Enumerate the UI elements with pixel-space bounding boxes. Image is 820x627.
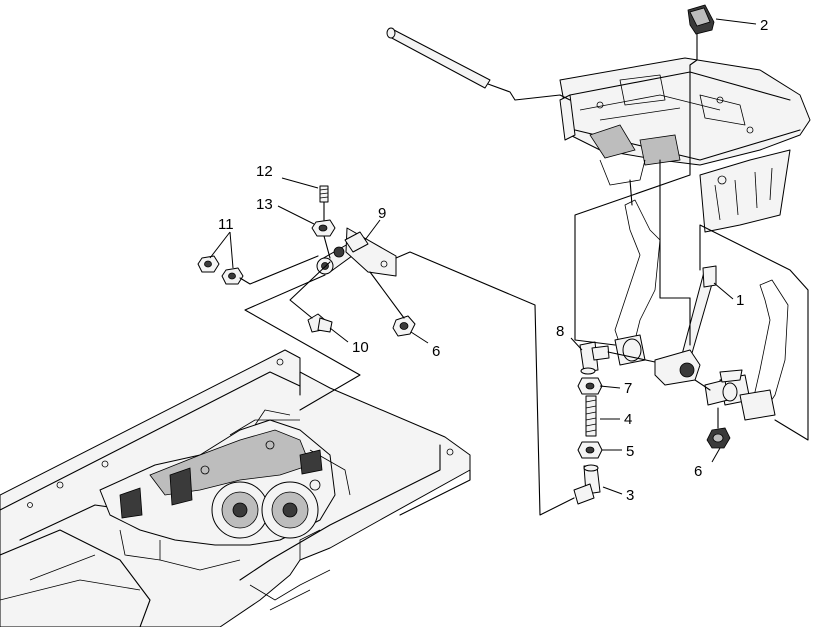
threaded-rod-part-4	[585, 395, 597, 437]
screw-part-12	[319, 185, 329, 203]
nut-part-7	[577, 377, 603, 395]
callout-5: 5	[626, 443, 634, 460]
nut-part-6a	[392, 315, 416, 337]
callout-12: 12	[256, 163, 273, 180]
callout-4: 4	[624, 411, 632, 428]
callout-8: 8	[556, 323, 564, 340]
console-plate	[559, 57, 811, 233]
nut-part-5	[577, 441, 603, 459]
callout-1: 1	[736, 292, 744, 309]
callout-11: 11	[218, 216, 234, 233]
elbow-fitting-part-8	[579, 341, 610, 375]
callout-6a: 6	[432, 343, 440, 360]
left-control-arm	[614, 199, 661, 366]
assembly-lines	[239, 149, 809, 516]
elbow-fitting-part-3	[573, 464, 601, 505]
bolt-part-10	[307, 313, 333, 333]
callout-7: 7	[624, 380, 632, 397]
callout-10: 10	[352, 339, 369, 356]
nuts-part-11	[197, 255, 244, 285]
callout-13: 13	[256, 196, 273, 213]
pivot-assembly-part-9	[316, 227, 397, 277]
knob-part-2	[687, 4, 715, 151]
nut-part-6b	[706, 427, 731, 449]
callout-labels: 1 2 3 4 5 6 6 7 8 9 10 11 12 13	[218, 17, 768, 504]
transmission-assembly	[99, 409, 351, 571]
right-control-arm	[704, 279, 789, 421]
lever-part-1	[654, 265, 717, 386]
callout-leaders	[209, 18, 757, 495]
callout-9: 9	[378, 205, 386, 222]
callout-3: 3	[626, 487, 634, 504]
nut-part-13	[311, 219, 336, 237]
control-rod	[386, 27, 571, 101]
callout-2: 2	[760, 17, 768, 34]
callout-6b: 6	[694, 463, 702, 480]
